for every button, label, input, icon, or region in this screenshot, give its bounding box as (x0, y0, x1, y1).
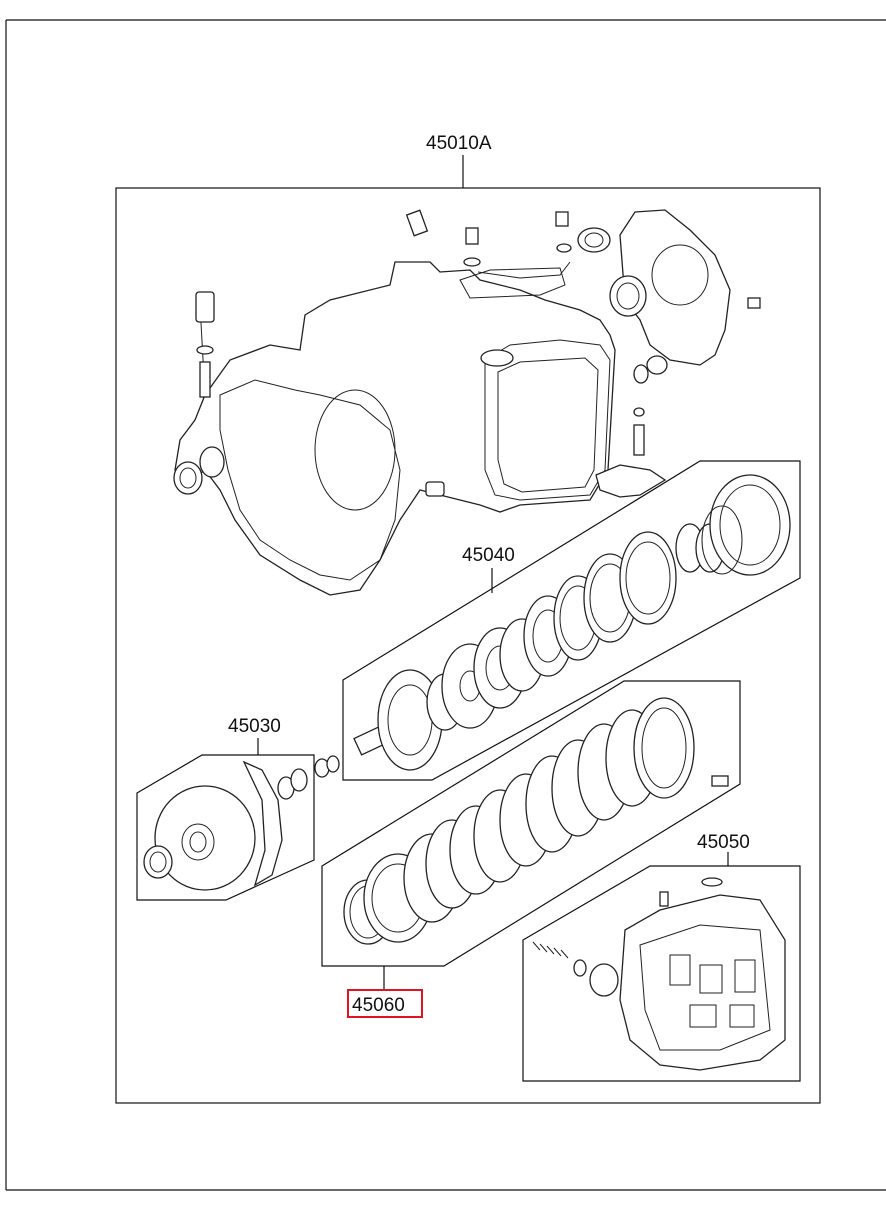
transmission-case (173, 209, 761, 596)
label-45040[interactable]: 45040 (462, 545, 515, 566)
label-45030[interactable]: 45030 (228, 716, 281, 737)
kit-45060-parts (343, 697, 729, 945)
page-frame (5, 19, 886, 1191)
assembly-frame (115, 155, 821, 1104)
kit-45030-parts (143, 755, 340, 891)
kit-45050-frame (522, 852, 801, 1082)
label-45060[interactable]: 45060 (352, 995, 405, 1016)
kit-45050-parts (532, 877, 786, 1071)
label-45010a[interactable]: 45010A (426, 133, 492, 154)
kit-45040-parts (353, 474, 791, 771)
label-45050[interactable]: 45050 (697, 832, 750, 853)
highlight-box (347, 989, 423, 1018)
label-45060-group[interactable]: 45060 (347, 989, 423, 1018)
kit-45030-frame (136, 738, 315, 901)
kit-45040-frame (342, 460, 801, 781)
kit-45060-frame (321, 680, 741, 990)
